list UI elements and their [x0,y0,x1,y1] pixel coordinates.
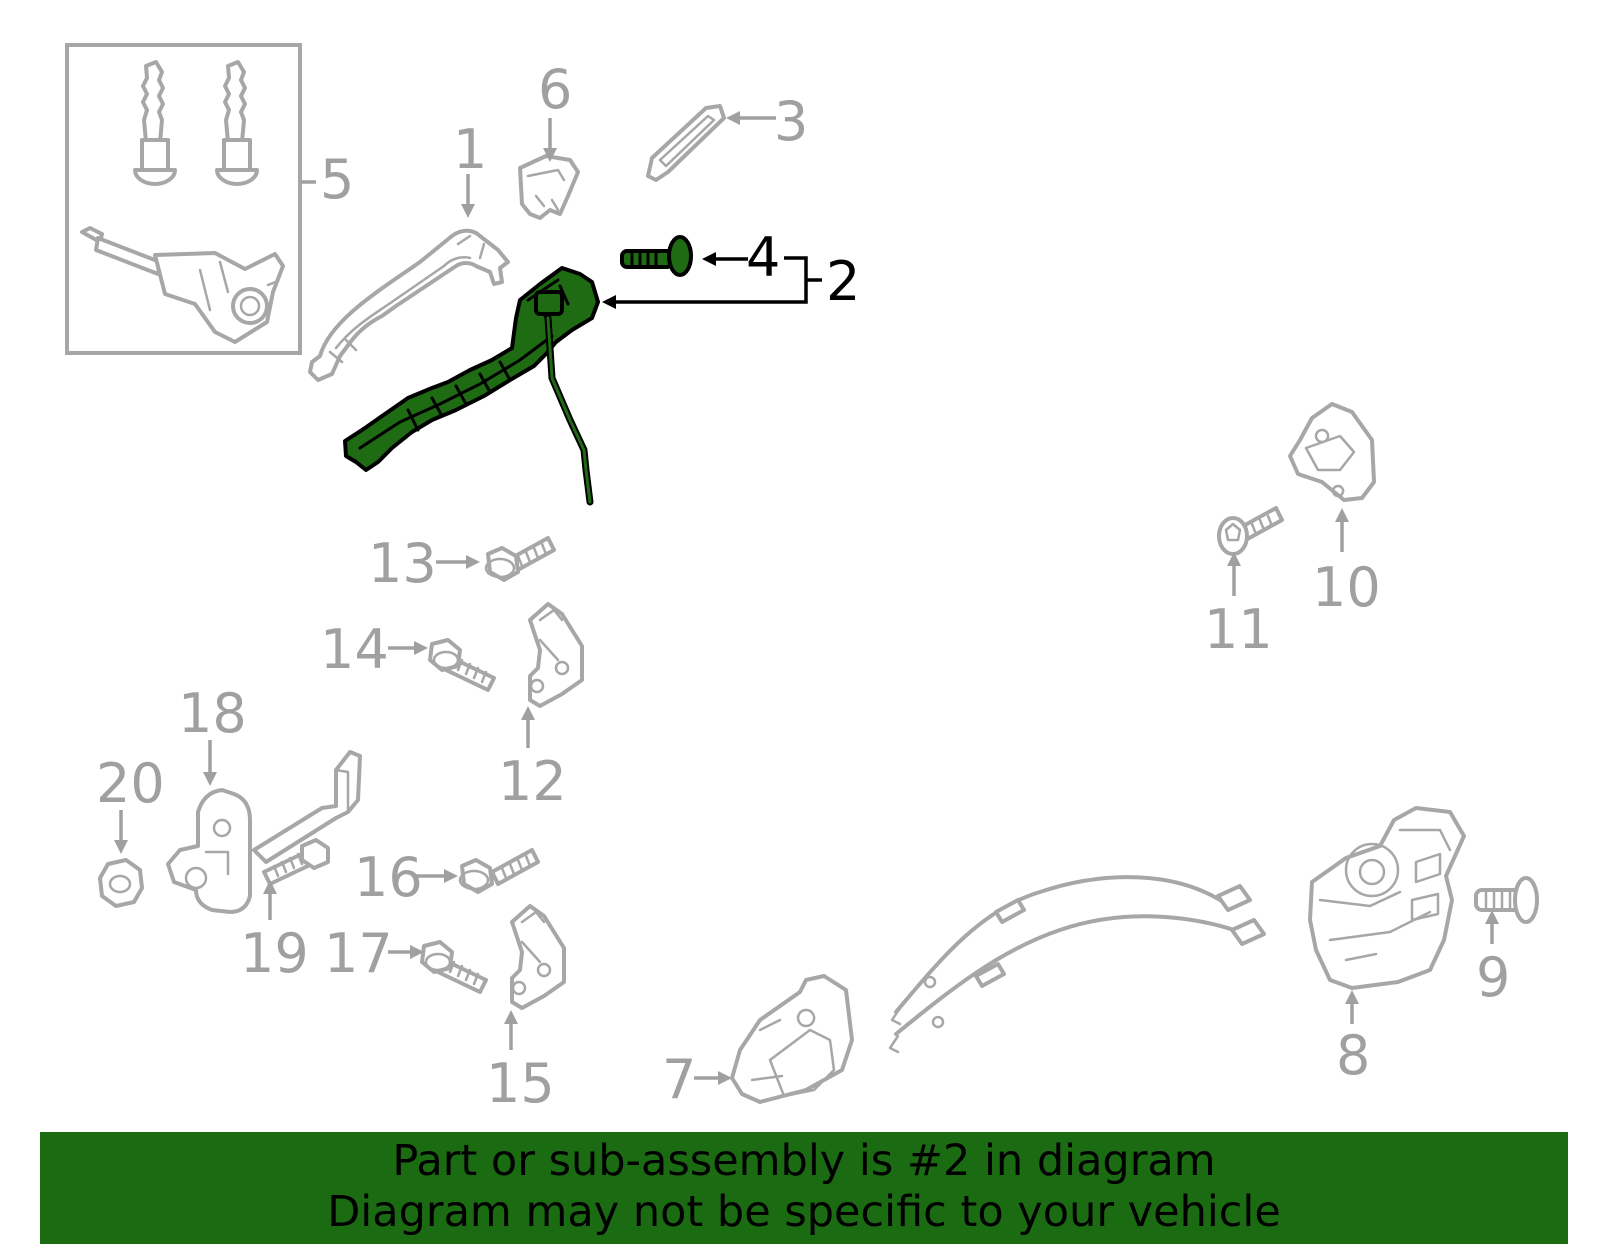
banner-line-2: Diagram may not be specific to your vehi… [327,1187,1281,1237]
callout-20: 20 [96,752,165,815]
info-banner: Part or sub-assembly is #2 in diagram Di… [40,1132,1568,1244]
callout-7: 7 [662,1048,696,1111]
part-19-bolt[interactable] [262,838,330,886]
callout-labels: 1 2 3 4 5 6 7 8 9 10 11 12 13 14 15 16 1… [96,58,1510,1115]
callout-19: 19 [240,922,309,985]
leader-arrows [114,111,1499,1085]
callout-2: 2 [826,250,860,313]
part-2-handle-carrier[interactable] [343,266,600,506]
callout-16: 16 [354,846,423,909]
callout-10: 10 [1312,556,1381,619]
part-8-door-latch[interactable] [888,806,1466,1054]
part-14-bolt[interactable] [428,638,496,692]
part-4-screw[interactable] [620,235,693,277]
part-6-cap[interactable] [518,154,580,220]
part-10-striker[interactable] [1288,402,1376,502]
callout-13: 13 [368,532,437,595]
part-9-pin[interactable] [1474,876,1539,924]
callout-4: 4 [746,226,780,289]
callout-8: 8 [1336,1024,1370,1087]
part-15-hinge[interactable] [510,904,566,1010]
callout-17: 17 [324,922,393,985]
callout-6: 6 [538,58,572,121]
part-16-bolt[interactable] [458,848,540,894]
callout-12: 12 [498,750,567,813]
callout-5: 5 [320,148,354,211]
callout-1: 1 [453,118,487,181]
callout-3: 3 [774,90,808,153]
part-18-door-check[interactable] [166,750,362,914]
part-7-lock-cover[interactable] [730,974,854,1104]
callout-11: 11 [1204,598,1273,661]
part-5-key-cylinder-set[interactable] [65,43,302,355]
part-20-nut[interactable] [98,858,144,908]
part-11-screw[interactable] [1217,506,1284,556]
part-17-bolt[interactable] [420,940,488,994]
callout-9: 9 [1476,946,1510,1009]
callout-14: 14 [320,618,389,681]
highlight-leader-arrows [602,252,822,309]
callout-15: 15 [486,1052,555,1115]
part-3-gasket[interactable] [646,104,726,182]
banner-line-1: Part or sub-assembly is #2 in diagram [392,1136,1216,1186]
part-1-outside-handle[interactable] [308,228,510,382]
part-12-hinge[interactable] [528,602,584,708]
callout-18: 18 [178,682,247,745]
part-13-bolt[interactable] [484,536,556,582]
